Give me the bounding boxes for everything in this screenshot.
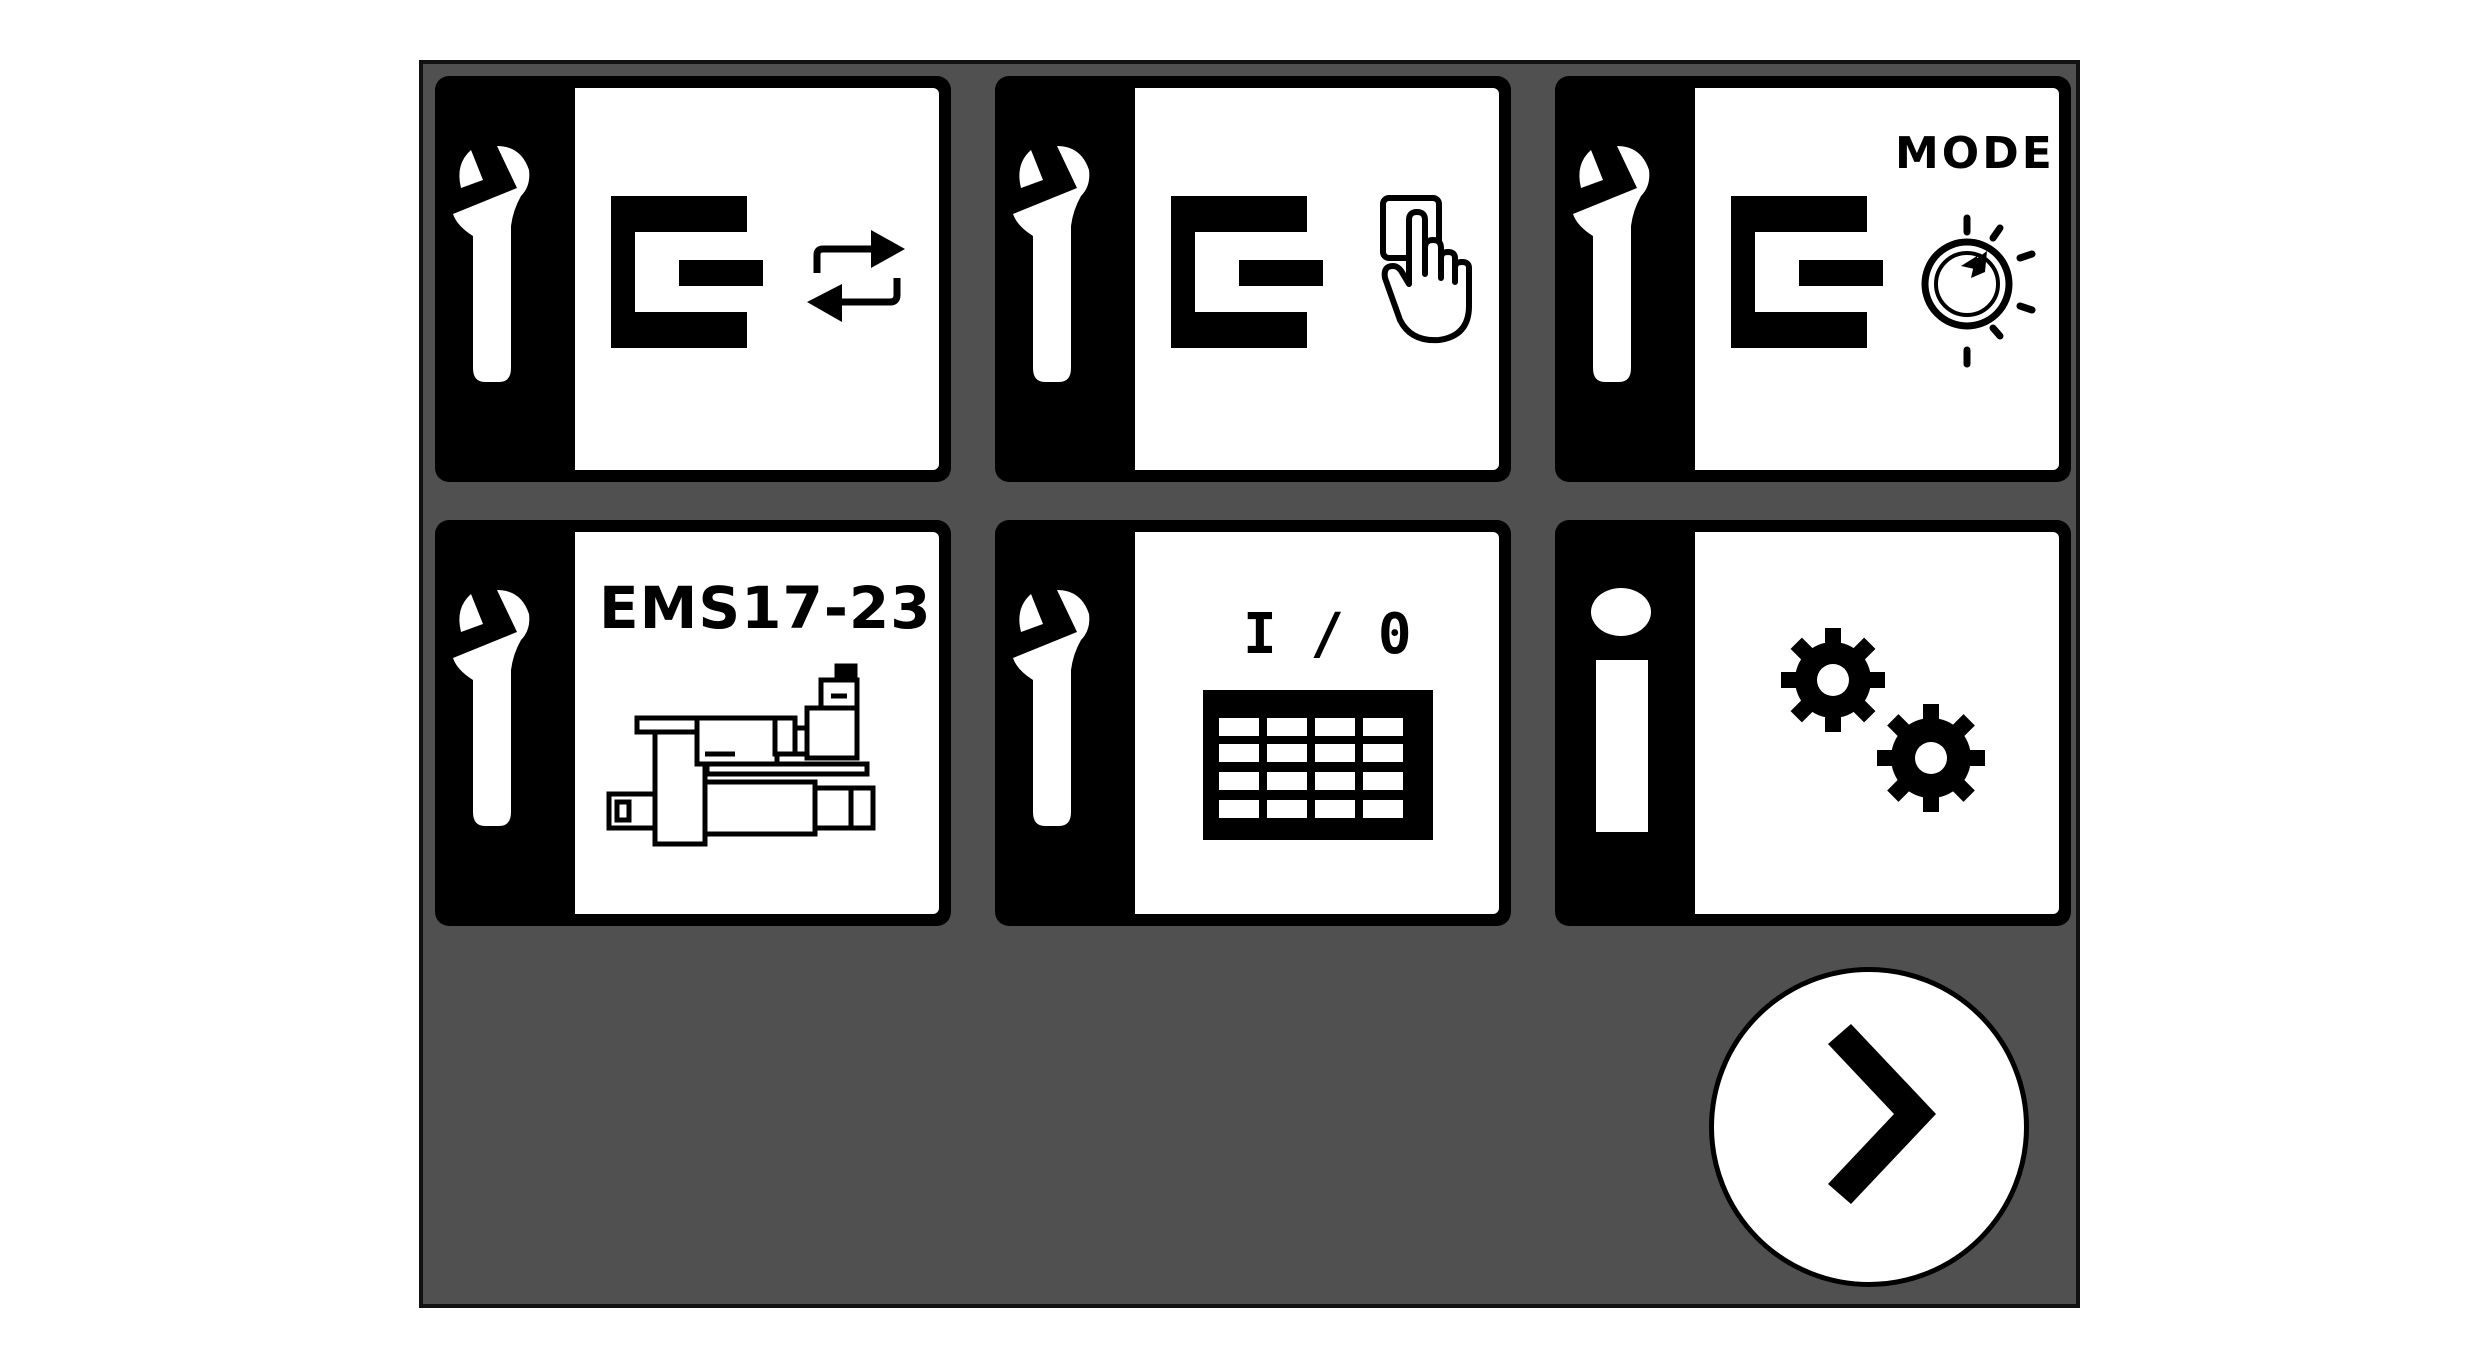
tile-strip <box>995 520 1129 926</box>
chevron-right-icon <box>1828 1024 1936 1204</box>
service-menu-icon <box>1731 196 1883 348</box>
tile-face <box>575 88 939 470</box>
tile-service-touch[interactable] <box>995 76 1511 482</box>
tile-strip <box>1555 76 1689 482</box>
io-grid-icon <box>1203 690 1433 840</box>
tile-service-mode[interactable]: MODE <box>1555 76 2071 482</box>
mode-label: MODE <box>1895 128 2055 179</box>
hmi-screen: MODE EMS17-23 <box>419 60 2080 1308</box>
service-menu-icon <box>611 196 763 348</box>
next-page-button[interactable] <box>1709 967 2029 1287</box>
tile-strip <box>435 520 569 926</box>
wrench-icon <box>453 146 530 382</box>
tile-info-settings[interactable] <box>1555 520 2071 926</box>
tile-service-io[interactable]: I / 0 <box>995 520 1511 926</box>
gears-icon <box>1781 628 1985 812</box>
tile-face: MODE <box>1695 88 2059 470</box>
tile-face: I / 0 <box>1135 532 1499 914</box>
tile-strip <box>1555 520 1689 926</box>
wrench-icon <box>1573 146 1650 382</box>
info-icon <box>1591 588 1651 832</box>
touch-hand-icon <box>1380 195 1472 344</box>
tile-strip <box>995 76 1129 482</box>
io-label: I / 0 <box>1243 602 1412 667</box>
tile-strip <box>435 76 569 482</box>
wrench-icon <box>453 590 530 826</box>
tile-face: EMS17-23 <box>575 532 939 914</box>
wrench-icon <box>1013 146 1090 382</box>
tile-face <box>1135 88 1499 470</box>
ems-model-label: EMS17-23 <box>599 574 932 642</box>
tile-service-ems[interactable]: EMS17-23 <box>435 520 951 926</box>
wrench-icon <box>1013 590 1090 826</box>
tile-face <box>1695 532 2059 914</box>
tile-service-transfer[interactable] <box>435 76 951 482</box>
mode-dial-icon <box>1921 214 2036 368</box>
service-menu-icon <box>1171 196 1323 348</box>
transfer-arrows-icon <box>813 245 901 306</box>
machine-diagram-icon <box>606 663 876 847</box>
